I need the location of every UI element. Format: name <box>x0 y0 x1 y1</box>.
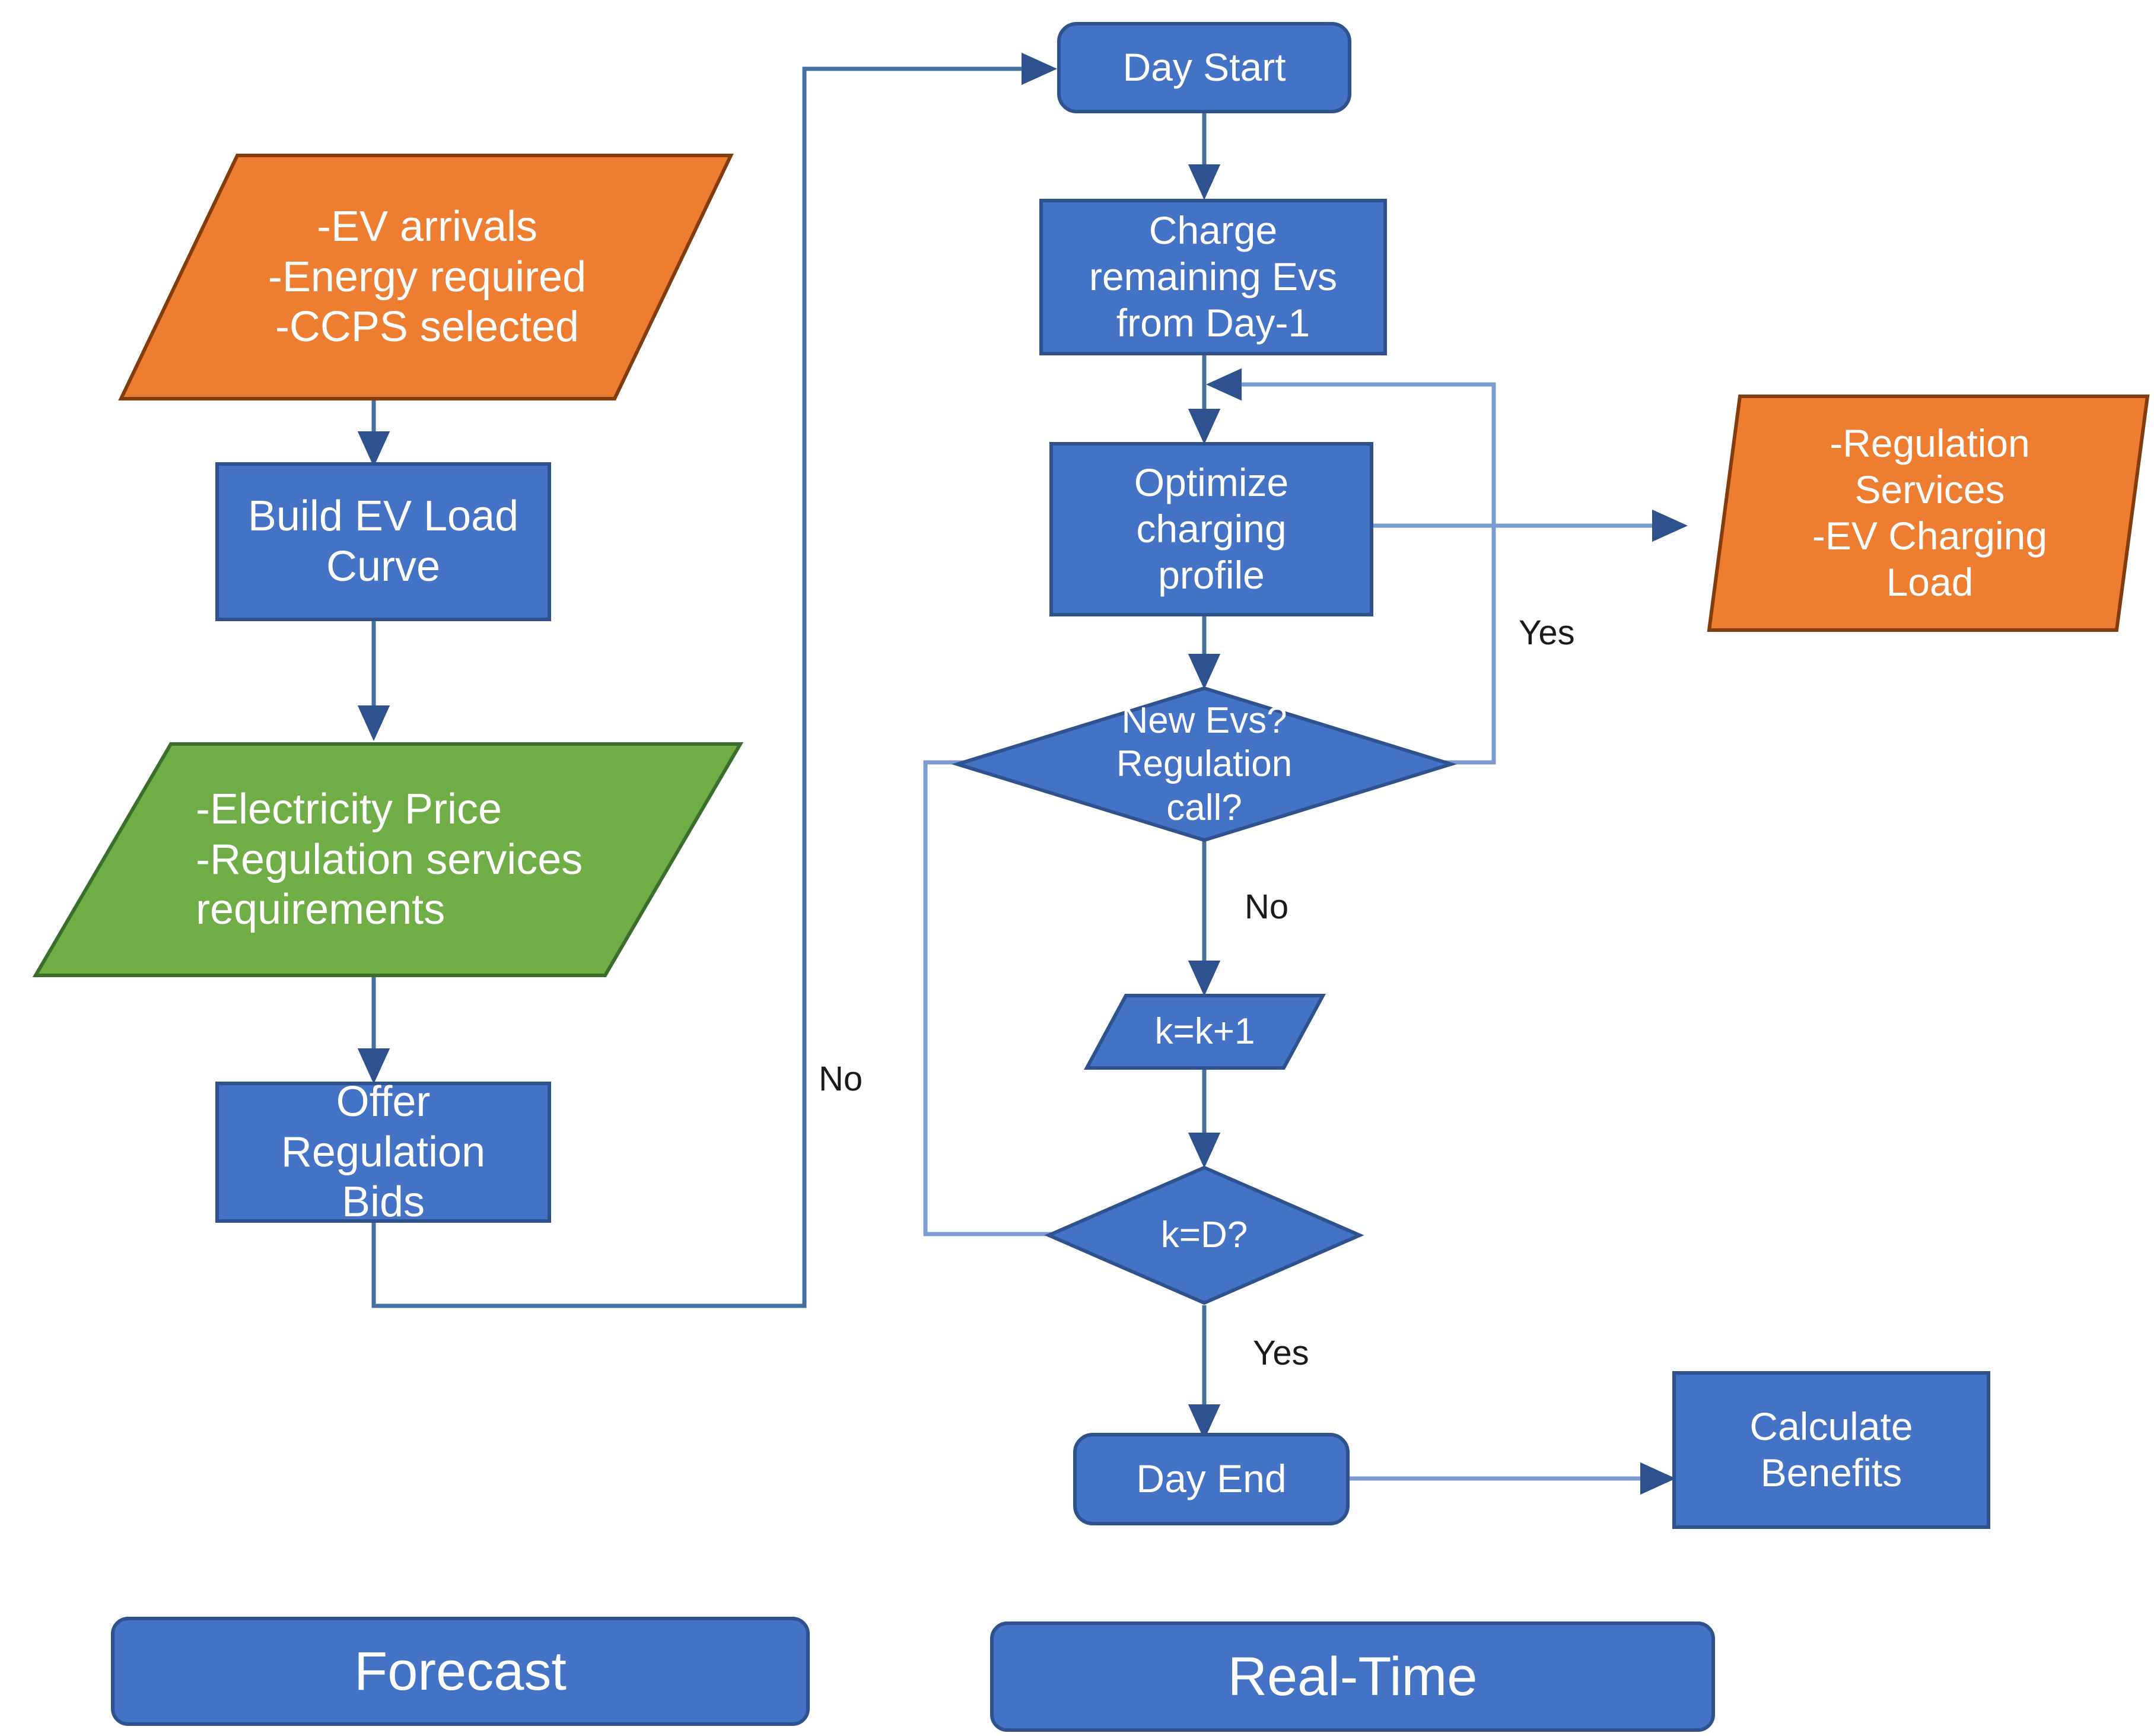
node-build-ev-load-curve[interactable] <box>215 462 551 621</box>
node-charge-remaining-evs[interactable] <box>1039 199 1387 355</box>
lane-banner-forecast[interactable] <box>111 1617 810 1726</box>
node-day-start[interactable] <box>1057 22 1351 113</box>
node-regulation-outputs[interactable] <box>1707 395 2150 632</box>
node-optimize-charging[interactable] <box>1049 442 1373 616</box>
edge-offer-bids-to-day-start <box>371 52 1058 1308</box>
node-calculate-benefits[interactable] <box>1672 1371 1990 1529</box>
node-new-evs-decision[interactable] <box>951 686 1458 842</box>
edge-label-no-new-evs: No <box>1245 888 1289 926</box>
edge-label-no-loop-back: No <box>819 1060 863 1098</box>
edge-label-yes-day-end: Yes <box>1253 1334 1309 1372</box>
node-increment-k[interactable] <box>1083 994 1326 1070</box>
node-price-inputs[interactable] <box>32 742 744 977</box>
node-day-end[interactable] <box>1073 1433 1350 1525</box>
edge-label-yes-regulation: Yes <box>1519 613 1575 652</box>
node-ev-inputs[interactable] <box>118 154 734 400</box>
node-k-equals-d-decision[interactable] <box>1044 1165 1364 1305</box>
lane-banner-realtime[interactable] <box>990 1621 1715 1732</box>
node-offer-regulation-bids[interactable] <box>215 1082 551 1223</box>
